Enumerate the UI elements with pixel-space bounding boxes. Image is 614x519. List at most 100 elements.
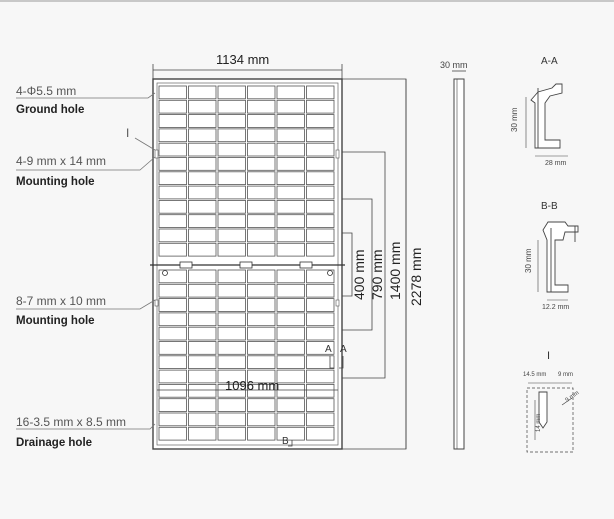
solar-cell [247,355,276,369]
solar-cell [188,341,217,355]
solar-cell [247,199,276,214]
solar-cell [247,142,276,157]
solar-cell [158,228,187,243]
solar-cell [158,341,187,355]
mount-mark-4 [335,299,340,307]
solar-cell [247,214,276,228]
section-aa-width: 28 mm [545,160,567,167]
detail-i-drawing [526,382,574,453]
solar-cell [217,185,246,200]
solar-cell [158,242,187,257]
ground-hole-spec: 4-Φ5.5 mm [16,84,77,98]
solar-cell [158,283,187,298]
solar-cell [188,199,217,214]
solar-cell [306,298,335,312]
solar-cell [306,85,335,100]
solar-cell [188,185,217,200]
height-790-label: 790 mm [369,249,385,300]
side-view [452,70,466,450]
solar-cell [158,214,187,228]
section-aa-title: A-A [541,56,558,67]
solar-cell [158,171,187,186]
solar-cell [276,269,305,284]
solar-cell [306,242,335,257]
solar-cell [158,369,187,384]
solar-cell [276,114,305,128]
height-2278-label: 2278 mm [408,247,424,306]
solar-cell [276,199,305,214]
solar-cell [188,242,217,257]
solar-cell [276,214,305,228]
solar-cell [217,283,246,298]
solar-cell [188,383,217,398]
drainage-hole-name: Drainage hole [16,437,93,449]
solar-cell [276,412,305,427]
junction-box-1 [179,261,193,269]
solar-cell [247,326,276,341]
detail-i-dim-left: 14.5 mm [523,372,547,378]
solar-cell [217,142,246,157]
inner-width-dimension-label: 1096 mm [225,378,280,393]
solar-cell [276,228,305,243]
solar-cell [158,128,187,143]
solar-cell [158,99,187,114]
solar-cell [276,383,305,398]
solar-cell [247,114,276,128]
solar-cell [158,412,187,427]
section-marker-a-right: A [340,344,347,355]
solar-cell [306,114,335,128]
solar-cell [188,283,217,298]
solar-cell [247,341,276,355]
solar-cell [217,326,246,341]
mount-mark-2 [154,299,159,307]
solar-cell [247,283,276,298]
solar-cell [217,398,246,412]
section-bb-drawing [537,221,579,301]
solar-cell [247,99,276,114]
panel-inner-frame [156,82,339,446]
solar-cell [247,242,276,257]
solar-cell [276,341,305,355]
solar-cell [217,355,246,369]
solar-cell [306,142,335,157]
solar-cell [217,412,246,427]
solar-cell [217,312,246,327]
solar-cell [276,312,305,327]
solar-cell [188,114,217,128]
solar-cell [158,383,187,398]
solar-cell [247,157,276,171]
solar-cell [247,185,276,200]
ground-hole-2 [327,270,333,276]
solar-cell [217,228,246,243]
solar-cell [217,128,246,143]
solar-cell [217,383,246,398]
solar-cell [306,157,335,171]
solar-cell [276,369,305,384]
solar-cell [276,142,305,157]
solar-cell [158,326,187,341]
height-400-label: 400 mm [351,249,367,300]
solar-cell [188,298,217,312]
section-bb-width: 12.2 mm [542,304,570,311]
solar-cell [217,171,246,186]
solar-cell [306,312,335,327]
solar-cell [188,412,217,427]
detail-i-dim-right: 9 mm [558,372,573,378]
solar-cell [276,128,305,143]
solar-cell [306,341,335,355]
solar-cell [158,426,187,441]
solar-cell [188,171,217,186]
solar-cell [188,269,217,284]
solar-cell [217,242,246,257]
solar-cell [158,355,187,369]
solar-cell [276,398,305,412]
solar-cell [276,242,305,257]
solar-cell [276,426,305,441]
solar-cell [247,85,276,100]
ground-hole-name: Ground hole [16,104,85,116]
detail-marker: I [126,126,130,140]
solar-cell [247,398,276,412]
solar-cell [306,426,335,441]
solar-cell [247,369,276,384]
solar-cell [247,426,276,441]
